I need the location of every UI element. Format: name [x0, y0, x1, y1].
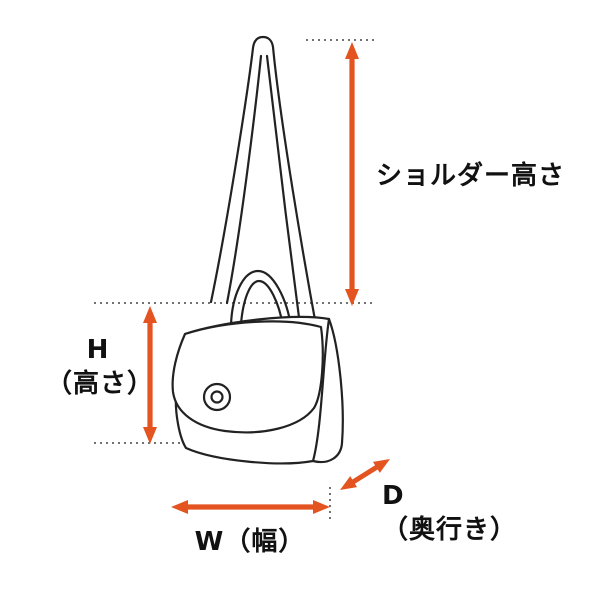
depth-symbol: D	[382, 481, 405, 511]
bag-flap	[171, 320, 324, 434]
bag-handle-inner	[239, 279, 285, 328]
width-label: W（幅）	[194, 527, 306, 557]
bag-illustration	[171, 35, 344, 465]
shoulder-height-label: ショルダー高さ	[376, 161, 566, 191]
bag-strap-outer	[209, 35, 319, 333]
bag-clasp-outer	[202, 382, 232, 412]
bag-strap-inner-left	[225, 54, 263, 305]
height-symbol: H	[86, 335, 110, 365]
shoulder-height-arrow	[345, 42, 359, 306]
bag-strap-inner-right	[265, 54, 303, 335]
dimension-arrows	[143, 42, 390, 514]
depth-name: （奥行き）	[382, 514, 518, 545]
bag-handle-outer	[229, 269, 293, 329]
height-arrow	[143, 306, 157, 444]
bag-clasp-inner	[210, 390, 224, 404]
height-label: H （高さ）	[46, 334, 155, 402]
depth-arrow	[340, 459, 390, 490]
width-arrow	[171, 500, 330, 514]
bag-gusset-seam	[311, 317, 331, 463]
depth-label: D （奥行き）	[382, 480, 517, 548]
height-name: （高さ）	[46, 368, 155, 399]
